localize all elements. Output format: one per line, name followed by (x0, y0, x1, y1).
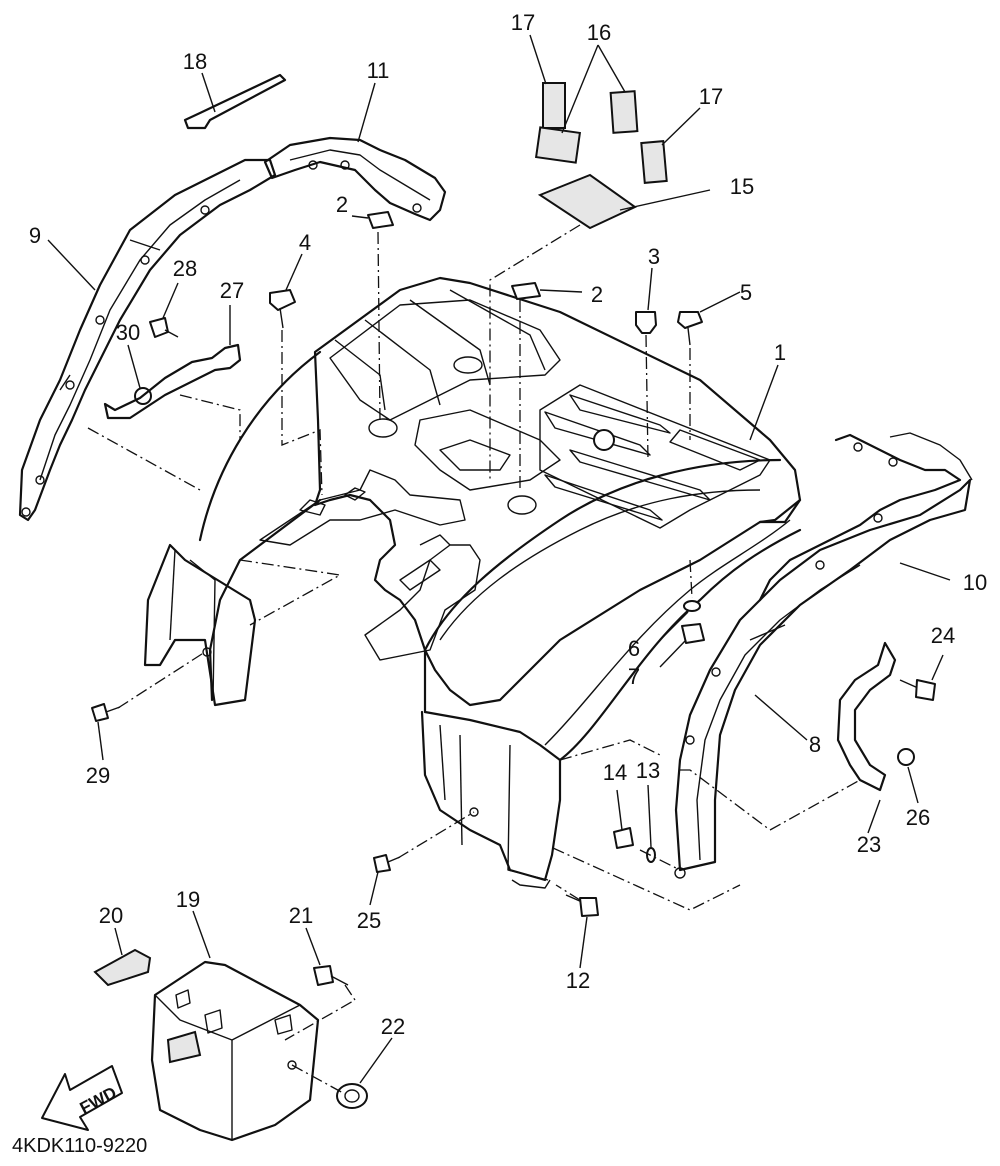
fwd-arrow-icon: FWD (41, 1065, 123, 1131)
bracket-23 (836, 641, 897, 792)
callout-4: 4 (299, 230, 311, 255)
clip-20 (93, 948, 152, 987)
callout-5: 5 (740, 280, 752, 305)
left-fender-flare (18, 158, 277, 522)
bolt-25 (373, 854, 401, 873)
drawing-code: 4KDK110-9220 (12, 1135, 147, 1157)
callout-8: 8 (809, 732, 821, 757)
nut-7 (681, 623, 705, 644)
callout-21: 21 (289, 903, 313, 928)
callout-25: 25 (357, 908, 381, 933)
bolt-24 (899, 679, 936, 701)
right-fender-bracket (758, 432, 973, 602)
nut-26 (897, 748, 915, 766)
callout-10: 10 (963, 570, 987, 595)
callout-27: 27 (220, 278, 244, 303)
bolt-4 (269, 289, 296, 329)
callout-23: 23 (857, 832, 881, 857)
callout-6: 6 (628, 636, 640, 661)
callout-30: 30 (116, 320, 140, 345)
callout-18: 18 (183, 49, 207, 74)
callout-1: 1 (774, 340, 786, 365)
cap-nut-22 (336, 1083, 368, 1109)
bolt-29 (91, 703, 121, 722)
callout-20: 20 (99, 903, 123, 928)
callout-14: 14 (603, 760, 627, 785)
callout-12: 12 (566, 968, 590, 993)
pad-17-right (640, 140, 668, 184)
callout-17-right: 17 (699, 84, 723, 109)
callout-2-left: 2 (336, 192, 348, 217)
callout-26: 26 (906, 805, 930, 830)
callout-2-right: 2 (591, 282, 603, 307)
washer-6 (683, 600, 701, 612)
right-fender-flare (674, 478, 972, 879)
leader-lines (47, 34, 951, 1084)
cap-3 (635, 311, 657, 334)
callout-24: 24 (931, 623, 955, 648)
callout-3: 3 (648, 244, 660, 269)
bolt-5 (677, 311, 703, 346)
callout-7: 7 (628, 664, 640, 689)
pad-16-b (609, 90, 639, 134)
callout-28: 28 (173, 256, 197, 281)
bolt-28 (149, 317, 179, 338)
bracket-27 (103, 343, 242, 420)
callout-19: 19 (176, 887, 200, 912)
grommet-2-left (367, 211, 394, 229)
nut-14 (613, 827, 634, 849)
callout-11: 11 (367, 58, 390, 83)
strap-18 (183, 73, 287, 130)
callout-15: 15 (730, 174, 754, 199)
callout-9: 9 (29, 223, 41, 248)
left-fender-bracket (263, 136, 447, 222)
washer-13 (646, 847, 656, 863)
pad-17-top (542, 82, 566, 129)
callout-labels: 1 2 2 3 4 5 6 7 8 9 10 11 12 13 14 15 16… (29, 10, 987, 1039)
callout-17-top: 17 (511, 10, 535, 35)
grommet-2-right (511, 282, 541, 300)
assembly-lines (87, 224, 861, 1095)
callout-29: 29 (86, 763, 110, 788)
bolt-12 (565, 894, 599, 917)
bolt-21 (313, 965, 349, 986)
storage-box-19 (150, 960, 320, 1142)
callout-13: 13 (636, 758, 660, 783)
callout-22: 22 (381, 1014, 405, 1039)
callout-16: 16 (587, 20, 611, 45)
pad-16-a (534, 126, 582, 164)
sheet-15 (537, 173, 637, 230)
rear-fender-body (143, 276, 802, 889)
